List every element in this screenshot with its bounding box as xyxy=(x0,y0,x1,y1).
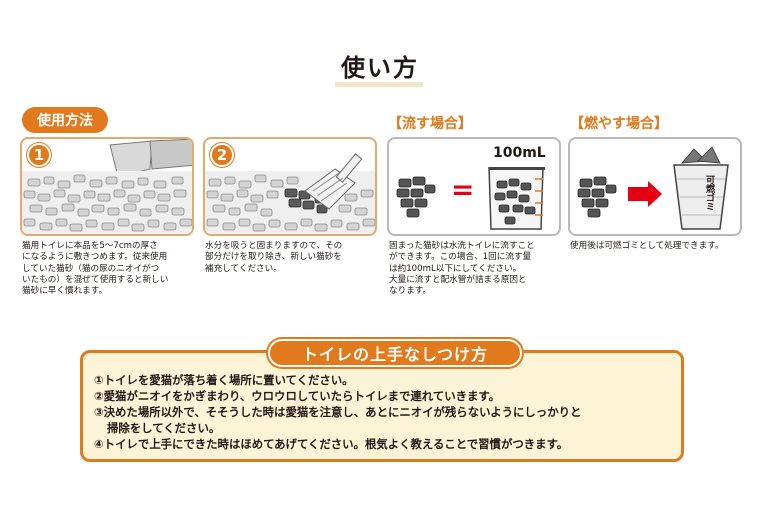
step2-illustration: 2 xyxy=(203,137,377,236)
caption-line: 大量に流すと配水管が詰まる原因と xyxy=(389,274,527,285)
beaker-illustration xyxy=(396,166,545,230)
caption-line: 水分を吸うと固まりますので、その xyxy=(205,241,343,251)
step1-number: 1 xyxy=(27,143,51,167)
burn-caption: 使用後は可燃ゴミとして処理できます。 xyxy=(570,241,742,252)
caption-line: していた猫砂（猫の尿のニオイがつ xyxy=(22,263,160,274)
caption-line: 猫用トイレに本品を5〜7cmの厚さ xyxy=(22,241,158,251)
trash-bin-illustration xyxy=(577,146,729,230)
step1-caption: 猫用トイレに本品を5〜7cmの厚さ になるように敷きつめます。従来使用 していた… xyxy=(22,241,194,297)
step1-illustration: 1 xyxy=(20,137,194,236)
usage-badge: 使用方法 xyxy=(22,107,108,133)
caption-line: 固まった猫砂は水洗トイレに流すこと xyxy=(389,241,535,251)
step2-number: 2 xyxy=(210,143,234,167)
burnable-trash-label: 可燃ゴミ xyxy=(704,175,714,211)
caption-line: 猫砂に早く慣れます。 xyxy=(22,286,108,297)
right-arrow-icon xyxy=(628,181,662,207)
caption-line: は約100mL以下にしてください。 xyxy=(389,263,522,274)
equals-symbol: = xyxy=(451,173,475,206)
page-title: 使い方 xyxy=(341,54,419,82)
training-tips-badge: トイレの上手なしつけ方 xyxy=(268,339,522,367)
burn-heading: 【燃やす場合】 xyxy=(570,116,668,132)
caption-line: いたもの）を混ぜて使用すると新しい xyxy=(22,274,169,285)
caption-line: ができます。この場合、1回に流す量 xyxy=(389,252,532,263)
caption-line: なります。 xyxy=(389,286,432,297)
tip-item: ②愛猫がニオイをかぎまわり、ウロウロしていたらトイレまで連れていきます。 xyxy=(94,389,501,403)
burn-illustration: 可燃ゴミ xyxy=(568,137,742,236)
flush-heading: 【流す場合】 xyxy=(388,116,472,132)
caption-line: 部分だけを取り除き、新しい猫砂を xyxy=(205,252,342,263)
training-tips-list: ①トイレを愛猫が落ち着く場所に置いてください。 ②愛猫がニオイをかぎまわり、ウロ… xyxy=(94,372,679,452)
caption-line: 補充してください。 xyxy=(205,263,282,274)
step2-caption: 水分を吸うと固まりますので、その 部分だけを取り除き、新しい猫砂を 補充してくだ… xyxy=(205,241,377,275)
litter-tray-illustration xyxy=(22,139,192,234)
title-underline xyxy=(335,82,423,87)
caption-line: になるように敷きつめます。従来使用 xyxy=(22,252,168,263)
tip-item: ①トイレを愛猫が落ち着く場所に置いてください。 xyxy=(94,373,354,387)
tip-item: ③決めた場所以外で、そそうした時は愛猫を注意し、あとにニオイが残らないようにしっ… xyxy=(94,405,582,419)
flush-caption: 固まった猫砂は水洗トイレに流すこと ができます。この場合、1回に流す量 は約10… xyxy=(389,241,561,297)
scoop-illustration xyxy=(205,153,375,234)
tip-item: 掃除をしてください。 xyxy=(107,421,221,435)
caption-line: 使用後は可燃ゴミとして処理できます。 xyxy=(570,241,724,251)
flush-illustration: 100mL = xyxy=(387,137,561,236)
tip-item: ④トイレで上手にできた時はほめてあげてください。根気よく教えることで習慣がつきま… xyxy=(94,437,569,451)
beaker-volume-label: 100mL xyxy=(493,145,546,161)
